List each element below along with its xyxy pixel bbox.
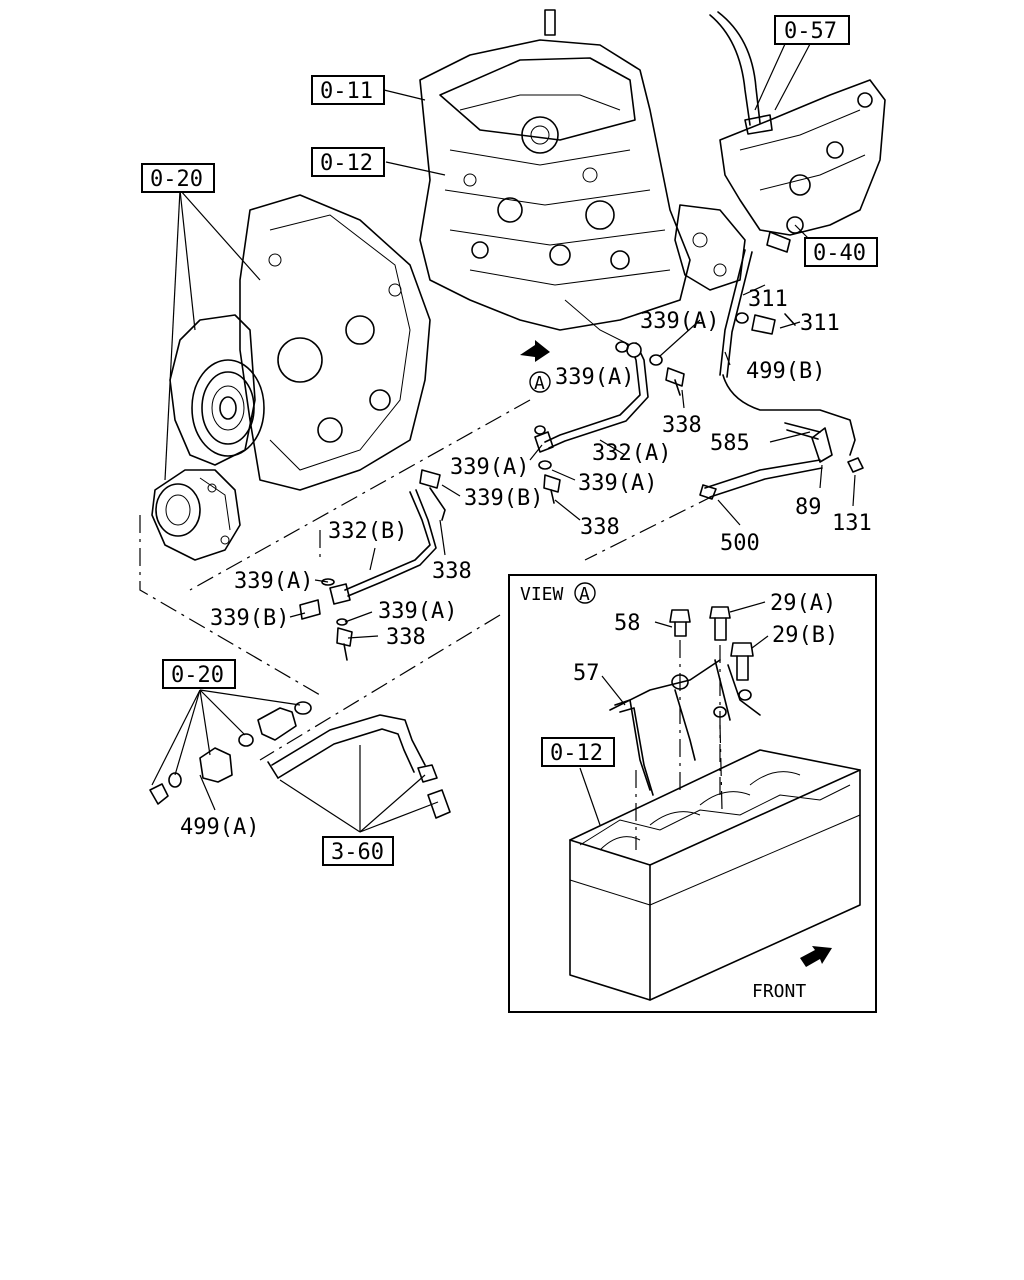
ref-box-0-40[interactable]: 0-40 [804, 237, 878, 267]
label-339a-lower2: 339(A) [378, 599, 457, 624]
svg-text:A: A [534, 373, 545, 394]
dipstick-tube-499b [719, 249, 856, 456]
ref-box-0-12-view[interactable]: 0-12 [541, 737, 615, 767]
label-311-b: 311 [800, 311, 840, 336]
label-89: 89 [795, 495, 822, 520]
vacuum-pump-illustration [151, 469, 241, 561]
label-338-top: 338 [662, 413, 702, 438]
front-label: FRONT [752, 981, 806, 1002]
label-58: 58 [614, 611, 641, 636]
oil-pipe-332b [299, 489, 437, 661]
engine-block-illustration [419, 9, 691, 346]
svg-text:A: A [579, 584, 590, 605]
label-29a: 29(A) [770, 591, 836, 616]
label-339b-lower: 339(B) [210, 606, 289, 631]
label-332b: 332(B) [328, 519, 407, 544]
label-338-mid: 338 [580, 515, 620, 540]
label-338-lower: 338 [386, 625, 426, 650]
label-339a-top-right: 339(A) [640, 309, 719, 334]
oil-pipe-332a [534, 342, 649, 453]
svg-text:0-12: 0-12 [320, 151, 373, 176]
label-311-a: 311 [748, 287, 788, 312]
ref-box-3-60[interactable]: 3-60 [322, 836, 394, 866]
lower-hose-assembly [149, 701, 451, 819]
svg-text:0-20: 0-20 [171, 663, 224, 688]
label-338-left: 338 [432, 559, 472, 584]
label-339a-lower1: 339(A) [234, 569, 313, 594]
view-a-inset: VIEW A [508, 574, 877, 1013]
label-339b-mid: 339(B) [464, 486, 543, 511]
label-499b: 499(B) [746, 359, 825, 384]
svg-text:0-40: 0-40 [813, 241, 866, 266]
label-585: 585 [710, 431, 750, 456]
front-arrow-icon [800, 946, 832, 967]
ref-box-0-20-bottom[interactable]: 0-20 [162, 659, 236, 689]
svg-text:0-57: 0-57 [784, 19, 837, 44]
label-29b: 29(B) [772, 623, 838, 648]
label-499a: 499(A) [180, 815, 259, 840]
label-339a-mid-left: 339(A) [450, 455, 529, 480]
bolt-29a [709, 606, 731, 641]
ref-box-0-12-top[interactable]: 0-12 [311, 147, 385, 177]
svg-text:3-60: 3-60 [331, 840, 384, 865]
mounting-bracket-illustration [674, 79, 886, 291]
upper-hose-illustration [709, 11, 773, 135]
ref-box-0-20-top[interactable]: 0-20 [141, 163, 215, 193]
ref-box-0-57[interactable]: 0-57 [774, 15, 850, 45]
front-arrow-main [520, 340, 550, 362]
label-131: 131 [832, 511, 872, 536]
pipe-500-assembly [699, 422, 864, 500]
bolt-29b [730, 642, 754, 681]
label-57: 57 [573, 661, 600, 686]
svg-text:0-11: 0-11 [320, 79, 373, 104]
label-500: 500 [720, 531, 760, 556]
guide-lines [139, 399, 716, 761]
label-332a: 332(A) [592, 441, 671, 466]
ref-box-0-11[interactable]: 0-11 [311, 75, 385, 105]
cylinder-block-section [569, 749, 861, 1001]
view-marker-a: A [574, 582, 596, 605]
label-339a-circle-a: 339(A) [555, 365, 634, 390]
leader-lines [151, 43, 856, 833]
circle-a-marker-main: A [529, 371, 551, 394]
view-title: VIEW [520, 584, 564, 605]
svg-text:0-20: 0-20 [150, 167, 203, 192]
bolt-58 [669, 609, 691, 637]
timing-case-illustration [169, 194, 431, 491]
svg-text:0-12: 0-12 [550, 741, 603, 766]
fittings-339-338-top [419, 231, 796, 521]
label-339a-mid-right: 339(A) [578, 471, 657, 496]
